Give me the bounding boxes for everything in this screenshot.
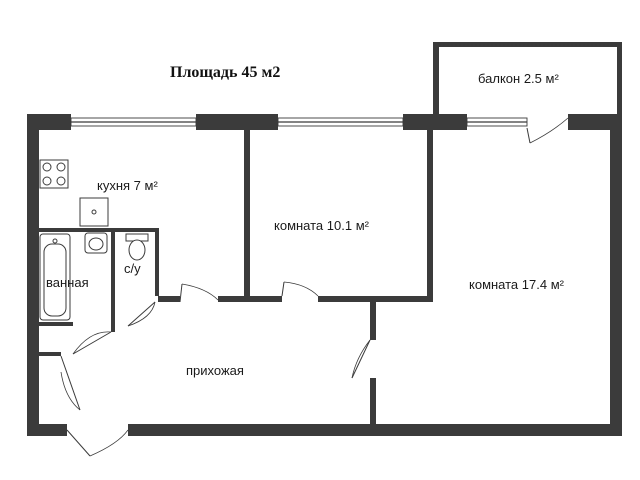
outer-walls <box>27 114 622 436</box>
doors <box>60 281 371 457</box>
window-room-small <box>277 117 404 127</box>
label-hallway: прихожая <box>186 363 244 378</box>
door-bathroom <box>72 331 112 355</box>
interior-walls <box>39 130 433 430</box>
door-room-small <box>281 281 319 297</box>
label-bathroom: ванная <box>46 275 89 290</box>
label-kitchen: кухня 7 м² <box>97 178 158 193</box>
plan-title: Площадь 45 м2 <box>170 64 280 81</box>
door-closet <box>60 355 81 411</box>
label-balcony: балкон 2.5 м² <box>478 71 559 86</box>
washbasin <box>84 232 108 254</box>
window-room-large <box>466 117 528 127</box>
label-room-small: комната 10.1 м² <box>274 218 370 233</box>
kitchen-sink <box>79 197 109 227</box>
stove <box>39 159 69 189</box>
window-kitchen <box>70 117 197 127</box>
label-room-large: комната 17.4 м² <box>469 277 565 292</box>
door-entrance <box>66 429 129 457</box>
toilet-bowl <box>125 233 149 261</box>
balcony <box>433 42 622 144</box>
door-kitchen <box>179 283 219 303</box>
windows <box>70 117 528 127</box>
door-room-large <box>351 339 371 379</box>
label-toilet: с/у <box>124 261 141 276</box>
bathtub <box>39 233 71 321</box>
door-toilet <box>127 301 156 327</box>
